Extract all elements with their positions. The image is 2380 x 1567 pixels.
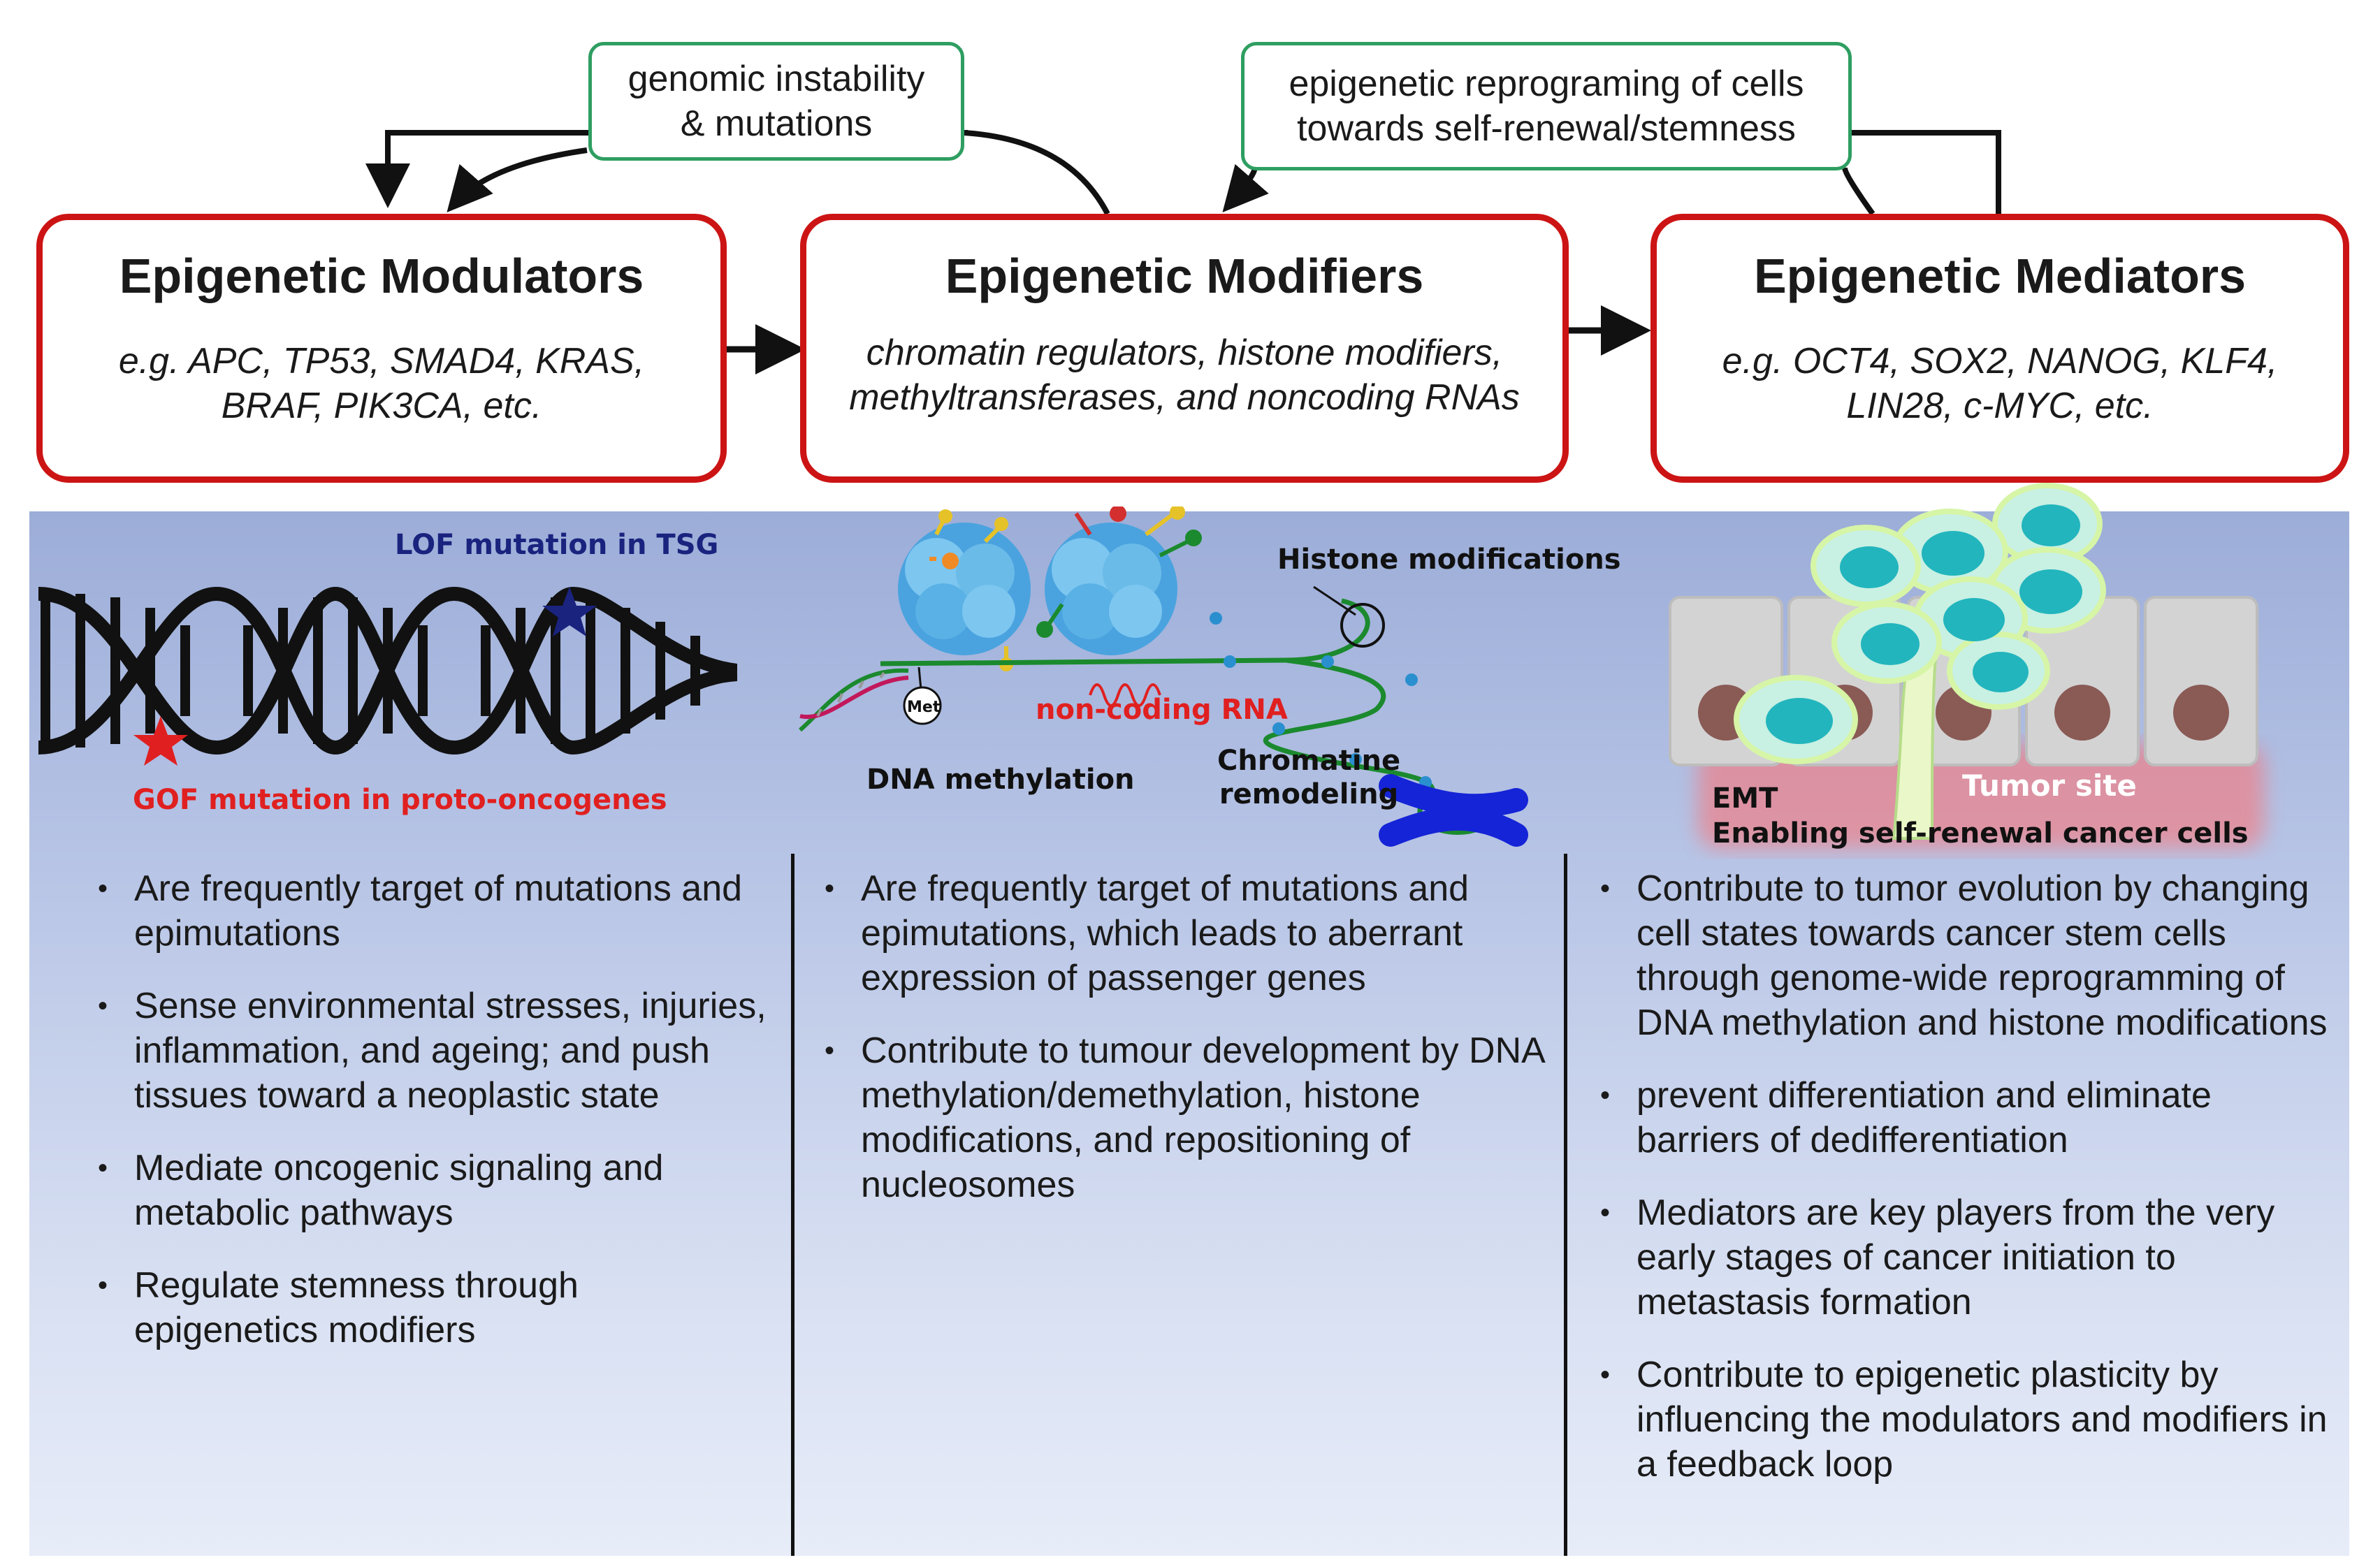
lof-mutation-label: LOF mutation in TSG <box>395 529 719 561</box>
feedback-left-line1: genomic instability <box>627 59 925 99</box>
chromosome-icon <box>1379 774 1528 847</box>
list-item: Sense environmental stresses, injuries, … <box>98 984 769 1118</box>
list-item: Regulate stemness through epigenetics mo… <box>98 1263 769 1353</box>
highlight-circle-icon <box>1340 603 1385 648</box>
mediators-examples-line2: LIN28, c-MYC, etc. <box>1846 386 2154 426</box>
mediators-examples: e.g. OCT4, SOX2, NANOG, KLF4, LIN28, c-M… <box>1657 339 2343 428</box>
feedback-label-reprograming: epigenetic reprograming of cells towards… <box>1241 42 1852 170</box>
feedback-left-line2: & mutations <box>680 103 873 144</box>
modifiers-box: Epigenetic Modifiers chromatin regulator… <box>800 214 1569 483</box>
modulators-examples-line2: BRAF, PIK3CA, etc. <box>221 386 542 426</box>
remodeling-line2: remodeling <box>1219 778 1399 810</box>
nucleosome-icon <box>1045 523 1177 655</box>
modulators-bullet-list: Are frequently target of mutations and e… <box>98 866 769 1380</box>
feedback-right-line1: epigenetic reprograming of cells <box>1289 64 1804 104</box>
feedback-right-line2: towards self-renewal/stemness <box>1297 108 1796 149</box>
cancer-stem-cell-cluster <box>1734 483 2106 764</box>
modifiers-examples-line2: methyltransferases, and noncoding RNAs <box>849 377 1520 418</box>
gof-mutation-label: GOF mutation in proto-oncogenes <box>133 784 667 816</box>
lof-mutation-star-icon <box>542 587 597 636</box>
nucleosome-icon <box>898 523 1031 655</box>
chromatine-remodeling-label: Chromatine remodeling <box>1217 744 1400 811</box>
list-item: prevent differentiation and eliminate ba… <box>1600 1073 2334 1163</box>
chromatin-illustration <box>799 506 1528 847</box>
list-item: Mediators are key players from the very … <box>1600 1190 2334 1325</box>
modulators-title: Epigenetic Modulators <box>119 249 644 303</box>
gof-mutation-star-icon <box>133 716 188 766</box>
modifiers-examples-line1: chromatin regulators, histone modifiers, <box>866 333 1503 373</box>
list-item: Contribute to epigenetic plasticity by i… <box>1600 1353 2334 1487</box>
non-coding-rna-label: non-coding RNA <box>1036 694 1288 726</box>
modifiers-title: Epigenetic Modifiers <box>945 249 1424 303</box>
mediators-title: Epigenetic Mediators <box>1753 249 2247 303</box>
modulators-box: Epigenetic Modulators e.g. APC, TP53, SM… <box>36 214 727 483</box>
column-divider <box>791 854 794 1556</box>
methyl-group-icon <box>903 686 942 725</box>
modifiers-bullet-list: Are frequently target of mutations and e… <box>825 866 1544 1235</box>
list-item: Are frequently target of mutations and e… <box>825 866 1544 1000</box>
list-item: Mediate oncogenic signaling and metaboli… <box>98 1146 769 1235</box>
remodeling-line1: Chromatine <box>1217 745 1401 777</box>
mediators-examples-line1: e.g. OCT4, SOX2, NANOG, KLF4, <box>1722 341 2278 381</box>
feedback-label-genomic-instability: genomic instability & mutations <box>588 42 964 161</box>
column-divider <box>1564 854 1567 1556</box>
modulators-examples: e.g. APC, TP53, SMAD4, KRAS, BRAF, PIK3C… <box>43 339 720 428</box>
emt-label: EMT <box>1712 782 1778 815</box>
modulators-examples-line1: e.g. APC, TP53, SMAD4, KRAS, <box>118 341 645 381</box>
dna-methylation-label: DNA methylation <box>866 764 1135 796</box>
list-item: Are frequently target of mutations and e… <box>98 866 769 956</box>
enabling-self-renewal-label: Enabling self-renewal cancer cells <box>1712 817 2249 850</box>
modifiers-examples: chromatin regulators, histone modifiers,… <box>806 330 1562 420</box>
dna-double-helix-illustration <box>38 586 737 766</box>
met-label: Met <box>907 699 941 716</box>
mediators-box: Epigenetic Mediators e.g. OCT4, SOX2, NA… <box>1650 214 2349 483</box>
list-item: Contribute to tumor evolution by changin… <box>1600 866 2334 1045</box>
mediators-bullet-list: Contribute to tumor evolution by changin… <box>1600 866 2334 1515</box>
list-item: Contribute to tumour development by DNA … <box>825 1028 1544 1207</box>
tumor-site-label: Tumor site <box>1962 768 2137 803</box>
tumor-site-illustration <box>1669 483 2264 849</box>
histone-modifications-label: Histone modifications <box>1277 544 1621 576</box>
